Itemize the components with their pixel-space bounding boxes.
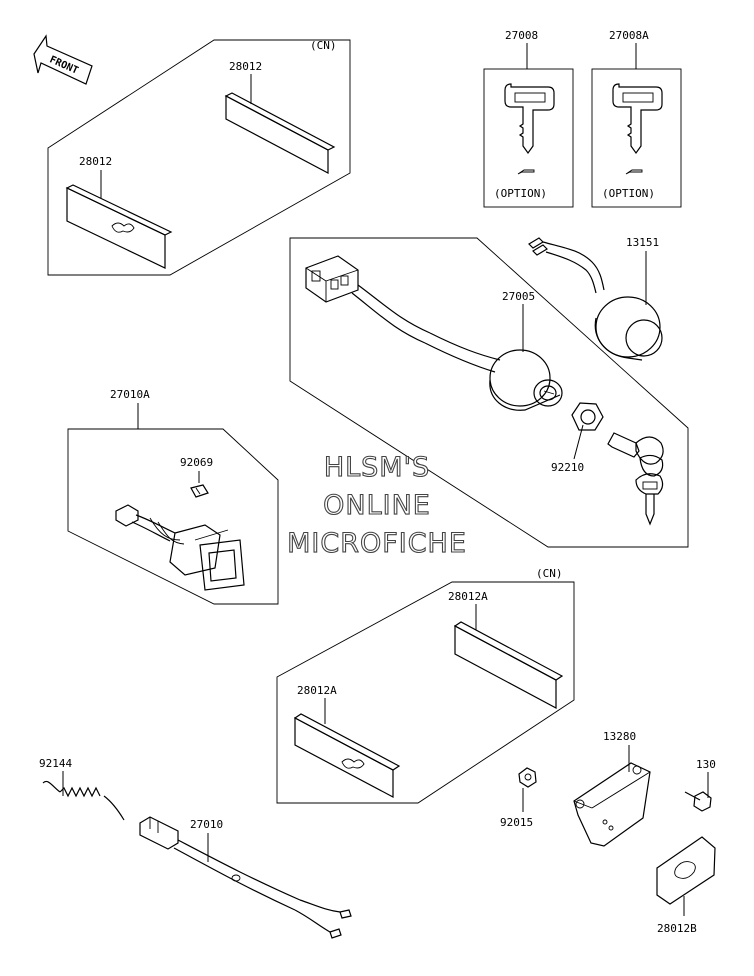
part-28012B: 28012B xyxy=(657,922,697,935)
cn-label-top: (CN) xyxy=(310,39,337,52)
rocker-switch-icon xyxy=(169,524,245,591)
watermark: HLSM'S ONLINE MICROFICHE xyxy=(287,451,467,559)
watermark-line-1: HLSM'S xyxy=(324,452,430,483)
part-92015: 92015 xyxy=(500,816,533,829)
spring-92144-icon xyxy=(42,780,125,821)
part-28012-top: 28012 xyxy=(229,60,262,73)
part-27008A: 27008A xyxy=(609,29,649,42)
key-icon xyxy=(504,83,555,155)
part-28012-left: 28012 xyxy=(79,155,112,168)
part-27010: 27010 xyxy=(190,818,223,831)
part-92210: 92210 xyxy=(551,461,584,474)
bracket-13280-icon xyxy=(573,762,651,847)
cn-box-top-left: (CN) 28012 28012 xyxy=(47,39,351,276)
option-label-b: (OPTION) xyxy=(602,187,655,200)
reflector-28012-top xyxy=(225,95,329,174)
reflector-emblem-icon xyxy=(111,222,135,233)
part-27005: 27005 xyxy=(502,290,535,303)
part-28012A-left: 28012A xyxy=(297,684,337,697)
spring-switch-assembly: 92144 27010 xyxy=(39,757,352,939)
part-27010A: 27010A xyxy=(110,388,150,401)
bolt-130-icon xyxy=(684,791,712,812)
part-92069: 92069 xyxy=(180,456,213,469)
switch-27010-icon xyxy=(139,816,352,939)
watermark-line-2: ONLINE xyxy=(323,490,431,521)
hex-nut-icon xyxy=(571,402,604,431)
part-92144: 92144 xyxy=(39,757,72,770)
wire-connector-icon xyxy=(305,255,359,303)
key-option-box-27008A: 27008A (OPTION) xyxy=(591,29,682,208)
ignition-keys-icon xyxy=(607,432,664,526)
plate-28012B-icon xyxy=(656,836,716,905)
ignition-switch-box: 13151 27005 92210 xyxy=(289,236,689,548)
switch-27010A-box: 27010A 92069 xyxy=(67,388,279,605)
key-light-13151-icon xyxy=(528,237,663,361)
reflector-emblem-icon xyxy=(341,758,365,769)
reflector-28012A-left xyxy=(294,717,394,798)
front-arrow-icon: FRONT xyxy=(33,34,93,85)
part-28012A-top: 28012A xyxy=(448,590,488,603)
switch-connector-icon xyxy=(115,504,185,545)
option-label-a: (OPTION) xyxy=(494,187,547,200)
bracket-assembly: 13280 130 92015 28012B xyxy=(500,730,716,935)
watermark-line-3: MICROFICHE xyxy=(287,528,467,559)
nut-92015-icon xyxy=(518,767,537,788)
cn-box-middle: (CN) 28012A 28012A xyxy=(276,567,575,804)
key-icon xyxy=(612,83,663,155)
reflector-28012A-top xyxy=(454,624,557,710)
key-option-box-27008: 27008 (OPTION) xyxy=(483,29,574,208)
bulb-icon xyxy=(190,484,209,498)
part-27008: 27008 xyxy=(505,29,538,42)
ignition-switch-icon xyxy=(489,349,563,411)
cn-label-mid: (CN) xyxy=(536,567,563,580)
part-13280: 13280 xyxy=(603,730,636,743)
part-13151: 13151 xyxy=(626,236,659,249)
part-130: 130 xyxy=(696,758,716,771)
